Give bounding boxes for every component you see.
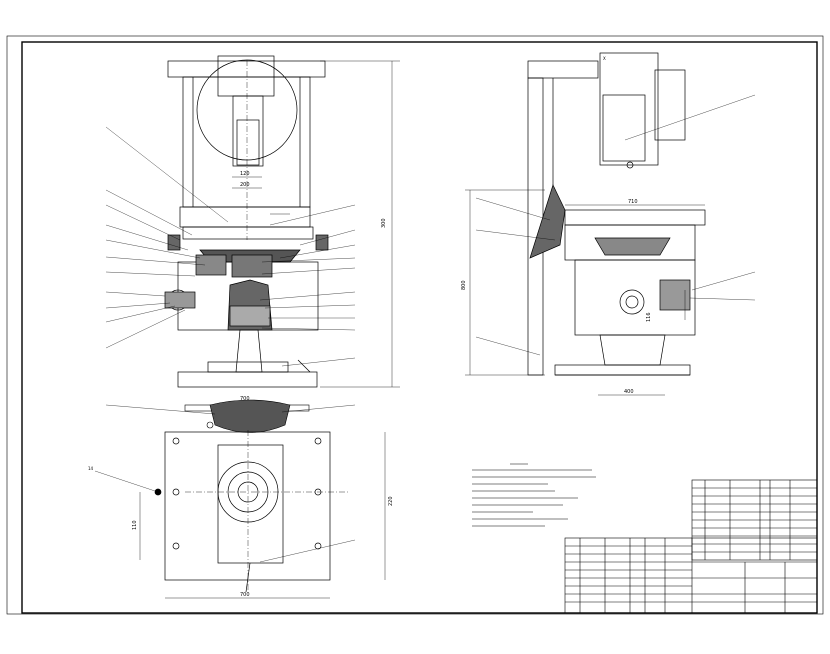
- dim-plan-height: 220: [388, 496, 394, 506]
- side-view: [527, 52, 706, 376]
- technical-notes: [472, 463, 596, 527]
- dim-side-height: 800: [461, 280, 467, 290]
- dim-front-overall-height: 300: [381, 218, 387, 228]
- plan-callout-marker: 14: [88, 466, 94, 471]
- outer-border: [6, 35, 824, 615]
- inner-border: [21, 41, 818, 614]
- side-dimension-lines: [465, 189, 705, 396]
- side-leader-lines: [475, 94, 756, 356]
- title-block: [564, 479, 818, 614]
- plan-view: [94, 430, 386, 599]
- dim-front-section-width: 700: [240, 396, 250, 402]
- section-strip: [105, 399, 356, 433]
- dim-side-small: 116: [646, 312, 652, 322]
- dim-front-upper: 200: [240, 182, 250, 188]
- front-leader-lines: [105, 126, 356, 367]
- front-dimension-lines: [232, 60, 400, 388]
- front-view: [164, 55, 329, 388]
- side-top-marker: X: [603, 56, 606, 61]
- dim-front-mid: 120: [240, 171, 250, 177]
- dim-plan-offset: 110: [132, 520, 138, 530]
- dim-plan-width: 700: [240, 592, 250, 598]
- dim-side-table-width: 710: [628, 199, 638, 205]
- dim-side-lower-width: 400: [624, 389, 634, 395]
